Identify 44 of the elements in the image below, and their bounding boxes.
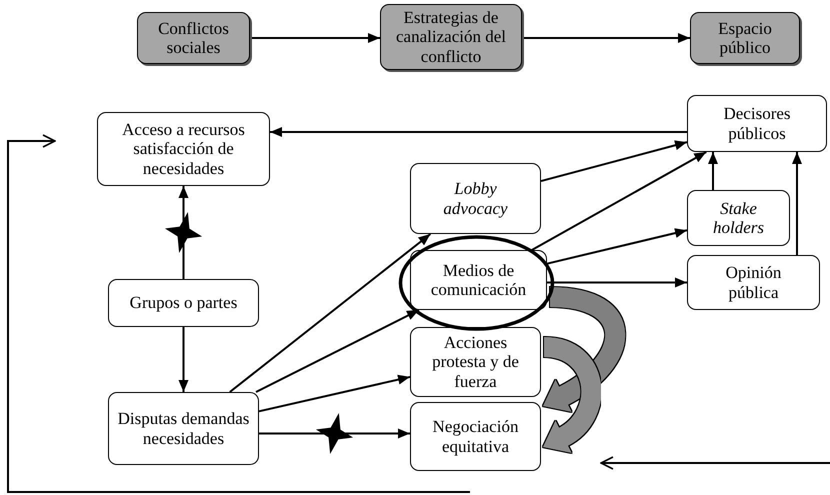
arrow xyxy=(540,140,688,182)
arrow xyxy=(229,233,432,393)
stage-box xyxy=(690,12,800,64)
arrow xyxy=(178,327,188,392)
process-box xyxy=(108,392,259,465)
process-box xyxy=(97,112,270,186)
node-label: Lobby advocacy xyxy=(442,179,509,218)
blocked-arrow xyxy=(259,412,410,454)
process-box xyxy=(410,163,541,234)
node-label: Decisores públicos xyxy=(722,104,792,143)
process-box xyxy=(687,190,790,246)
arrow xyxy=(522,33,690,43)
process-box xyxy=(410,250,547,310)
process-box xyxy=(108,279,259,327)
arrow xyxy=(258,374,410,412)
node-label: Espacio público xyxy=(717,18,773,58)
node-label: Opinión pública xyxy=(724,263,782,302)
node-label: Acciones protesta y de fuerza xyxy=(431,333,520,391)
arrow xyxy=(270,127,687,137)
process-box xyxy=(410,327,541,397)
node-label: Estrategias de canalización del conflicto xyxy=(395,8,507,66)
process-box xyxy=(410,402,541,471)
node-label: Negociación equitativa xyxy=(432,417,520,456)
arrow xyxy=(7,134,470,493)
arrow xyxy=(250,33,380,43)
node-label: Acceso a recursos satisfacción de necesidades xyxy=(121,120,246,178)
arrow xyxy=(600,456,830,470)
curved-block-arrow xyxy=(544,287,626,412)
arrow xyxy=(256,309,420,393)
stage-box xyxy=(380,4,522,70)
arrow xyxy=(546,228,688,265)
arrow xyxy=(531,151,707,251)
node-label: Grupos o partes xyxy=(130,293,238,313)
node-label: Medios de comunicación xyxy=(430,260,528,300)
arrow xyxy=(547,278,687,288)
process-box xyxy=(687,95,827,152)
blocked-arrow xyxy=(164,186,202,279)
node-label: Conflictos sociales xyxy=(157,18,230,58)
process-box xyxy=(687,255,820,310)
node-label: Disputas demandas necesidades xyxy=(116,409,250,448)
arrow xyxy=(708,152,718,190)
node-label: Stake holders xyxy=(712,198,765,238)
arrow xyxy=(792,152,802,255)
stage-box xyxy=(137,12,250,64)
